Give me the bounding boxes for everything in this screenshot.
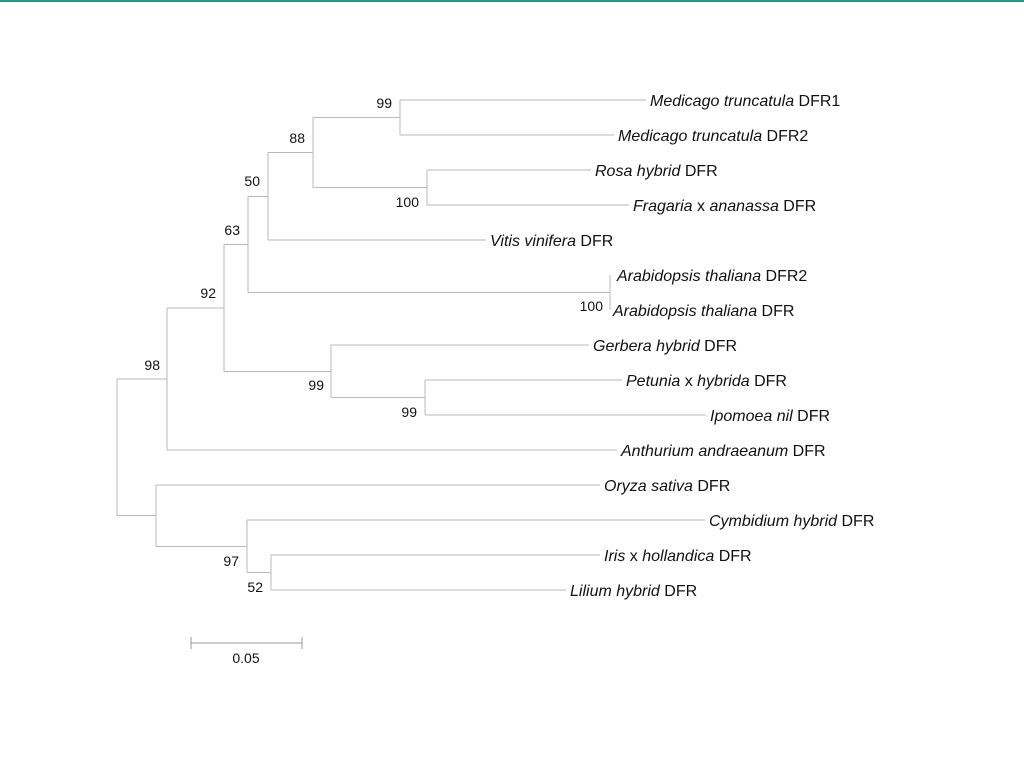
leaf-label-part: DFR [693, 478, 730, 495]
leaf-label-part: x [680, 373, 697, 390]
leaf-label-part: Oryza sativa [604, 478, 693, 495]
bootstrap-value-medicago-rosaceae: 88 [289, 130, 305, 146]
bootstrap-value-arabidopsis: 100 [580, 298, 604, 314]
leaf-label-arabidopsis-dfr: Arabidopsis thaliana DFR [612, 303, 794, 320]
leaf-label-part: x [693, 198, 710, 215]
leaf-label-part: Anthurium andraeanum [620, 443, 788, 460]
leaf-label-vitis: Vitis vinifera DFR [490, 233, 613, 250]
scale-bar-label: 0.05 [232, 650, 259, 666]
bootstrap-value-with-anthurium: 98 [144, 357, 160, 373]
leaf-label-part: Medicago truncatula [650, 93, 794, 110]
leaf-label-rosa: Rosa hybrid DFR [595, 163, 718, 180]
leaf-label-part: DFR [793, 408, 830, 425]
leaf-label-part: DFR [779, 198, 816, 215]
leaf-label-part: DFR [750, 373, 787, 390]
bootstrap-value-eudicots: 92 [200, 285, 216, 301]
leaf-label-part: Petunia [626, 373, 680, 390]
tree-branches [116, 99, 706, 591]
bootstrap-value-medicago: 99 [376, 95, 392, 111]
bootstrap-value-with-vitis: 50 [244, 173, 260, 189]
leaf-label-iris: Iris x hollandica DFR [604, 548, 752, 565]
leaf-label-medicago-dfr2: Medicago truncatula DFR2 [618, 128, 808, 145]
leaf-label-anthurium: Anthurium andraeanum DFR [620, 443, 826, 460]
leaf-label-part: Arabidopsis thaliana [612, 303, 757, 320]
leaf-label-part: DFR2 [761, 268, 807, 285]
leaf-label-part: Medicago truncatula [618, 128, 762, 145]
leaf-label-part: DFR1 [794, 93, 840, 110]
bootstrap-labels: 99 100 88 50 100 63 99 99 92 98 52 97 [144, 95, 603, 595]
leaf-label-arabidopsis-dfr2: Arabidopsis thaliana DFR2 [616, 268, 807, 285]
bootstrap-value-petunia-ipomoea: 99 [401, 404, 417, 420]
leaf-label-part: ananassa [709, 198, 778, 215]
leaf-label-part: hollandica [642, 548, 714, 565]
leaf-label-gerbera: Gerbera hybrid DFR [593, 338, 737, 355]
leaf-label-petunia: Petunia x hybrida DFR [626, 373, 787, 390]
leaf-label-part: Iris [604, 548, 625, 565]
leaf-label-part: x [625, 548, 642, 565]
leaf-label-part: DFR2 [762, 128, 808, 145]
bootstrap-value-iris-lilium: 52 [247, 579, 263, 595]
leaf-label-ipomoea: Ipomoea nil DFR [710, 408, 830, 425]
leaf-label-part: DFR [700, 338, 737, 355]
leaf-label-part: Rosa hybrid [595, 163, 681, 180]
top-accent-rule [0, 0, 1024, 2]
leaf-label-part: DFR [757, 303, 794, 320]
leaf-label-part: Lilium hybrid [570, 583, 661, 600]
leaf-label-part: Ipomoea nil [710, 408, 793, 425]
bootstrap-value-cymbidium-iris-lilium: 97 [223, 553, 239, 569]
leaf-label-part: Vitis vinifera [490, 233, 576, 250]
leaf-label-cymbidium: Cymbidium hybrid DFR [709, 513, 874, 530]
leaf-label-lilium: Lilium hybrid DFR [570, 583, 697, 600]
leaf-label-fragaria: Fragaria x ananassa DFR [633, 198, 816, 215]
leaf-label-part: Gerbera hybrid [593, 338, 701, 355]
scale-bar: 0.05 [190, 637, 303, 666]
bootstrap-value-rosaceae: 100 [396, 194, 420, 210]
leaf-label-part: DFR [788, 443, 825, 460]
leaf-label-part: hybrida [697, 373, 750, 390]
leaf-label-part: DFR [660, 583, 697, 600]
leaf-label-oryza: Oryza sativa DFR [604, 478, 730, 495]
leaf-label-part: DFR [837, 513, 874, 530]
leaf-label-part: Fragaria [633, 198, 693, 215]
leaf-label-part: DFR [714, 548, 751, 565]
leaf-label-part: Arabidopsis thaliana [616, 268, 761, 285]
leaf-label-part: DFR [576, 233, 613, 250]
leaf-label-medicago-dfr1: Medicago truncatula DFR1 [650, 93, 840, 110]
bootstrap-value-with-arabidopsis: 63 [224, 222, 240, 238]
bootstrap-value-asterids: 99 [308, 377, 324, 393]
leaf-label-part: DFR [680, 163, 717, 180]
leaf-label-part: Cymbidium hybrid [709, 513, 838, 530]
